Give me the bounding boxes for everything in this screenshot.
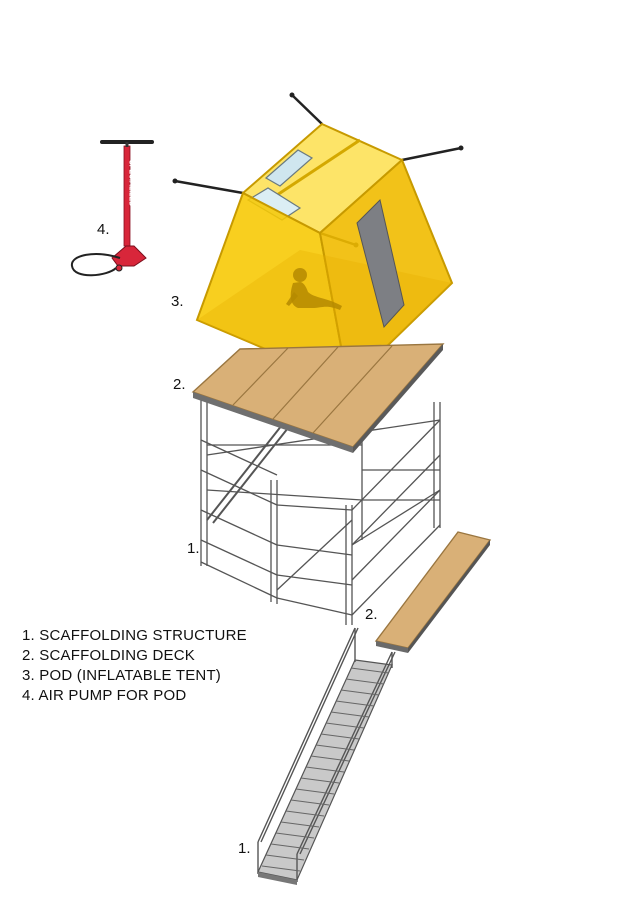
legend-item-scaffolding-deck: 2. SCAFFOLDING DECK — [22, 647, 195, 664]
scaffolding-deck-side — [374, 531, 492, 653]
callout-pod: 3. — [171, 293, 184, 310]
pump-brand-text: SPECIALIZED — [128, 160, 135, 206]
stair — [257, 627, 396, 885]
legend-item-scaffolding-structure: 1. SCAFFOLDING STRUCTURE — [22, 627, 247, 644]
legend: 1. SCAFFOLDING STRUCTURE 2. SCAFFOLDING … — [22, 626, 247, 706]
scaffolding-deck-top — [191, 343, 445, 453]
scaffolding-structure — [200, 392, 441, 625]
legend-item-pod: 3. POD (INFLATABLE TENT) — [22, 667, 222, 684]
callout-deck-top: 2. — [173, 376, 186, 393]
callout-deck-side: 2. — [365, 606, 378, 623]
inflatable-pod — [172, 92, 464, 387]
air-pump: SPECIALIZED — [71, 140, 154, 277]
callout-stair: 1. — [238, 840, 251, 857]
callout-pump: 4. — [97, 221, 110, 238]
legend-item-air-pump: 4. AIR PUMP FOR POD — [22, 687, 187, 704]
callout-scaffold: 1. — [187, 540, 200, 557]
